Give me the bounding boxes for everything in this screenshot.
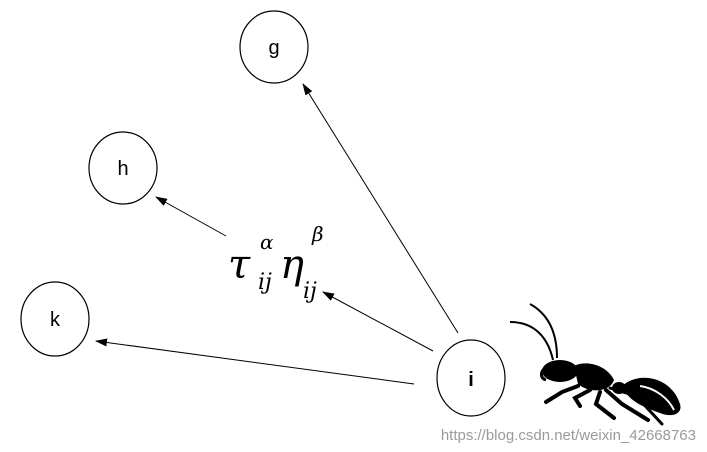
edge-formula-to-h xyxy=(156,197,226,236)
formula-eta-subscript: ij xyxy=(303,279,317,304)
node-i: i xyxy=(437,340,505,416)
node-g-label: g xyxy=(268,37,279,59)
node-h: h xyxy=(89,132,157,204)
formula-eta-superscript: β xyxy=(311,222,324,246)
edge-i-to-k xyxy=(96,341,414,384)
node-k: k xyxy=(21,282,89,356)
node-i-label: i xyxy=(468,369,474,391)
edge-i-to-g xyxy=(303,84,458,333)
formula-tau-subscript: ij xyxy=(258,270,272,295)
node-k-label: k xyxy=(50,309,61,331)
node-h-label: h xyxy=(117,158,128,180)
transition-formula: τ α ij η β ij xyxy=(228,222,324,304)
formula-tau-superscript: α xyxy=(260,230,274,254)
node-g: g xyxy=(240,11,308,83)
edge-i-to-formula xyxy=(323,292,433,351)
watermark-text: https://blog.csdn.net/weixin_42668763 xyxy=(441,427,696,444)
formula-eta: η xyxy=(280,242,304,288)
formula-tau: τ xyxy=(228,242,251,288)
ant-icon xyxy=(510,304,680,424)
